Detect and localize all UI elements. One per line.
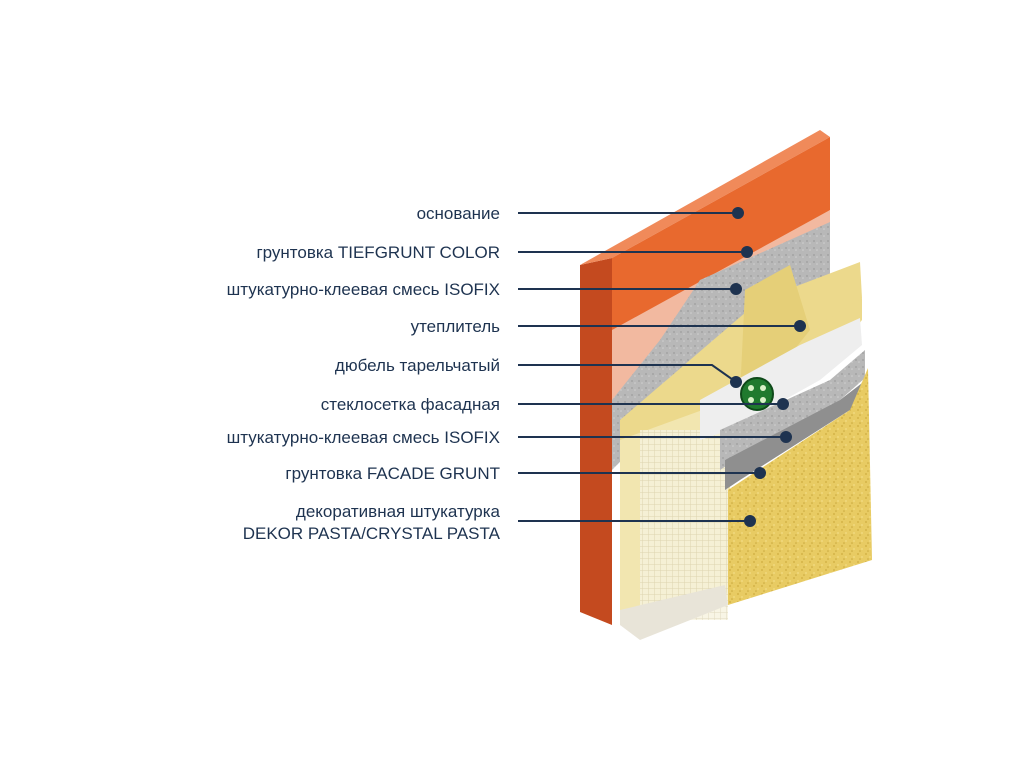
leader-dot xyxy=(754,467,766,479)
mesh-layer xyxy=(700,318,862,440)
leader-dot xyxy=(732,207,744,219)
label-decorative-plaster: декоративная штукатурка xyxy=(295,502,500,521)
label-mesh: стеклосетка фасадная xyxy=(320,395,500,414)
leader-dot xyxy=(730,376,742,388)
label-primer-facade: грунтовка FACADE GRUNT xyxy=(285,464,500,483)
dowel-icon xyxy=(740,377,774,411)
insulation-bevel xyxy=(740,265,810,395)
leader-line xyxy=(518,364,737,383)
label-base: основание xyxy=(416,204,500,223)
label-primer-tiefgrunt: грунтовка TIEFGRUNT COLOR xyxy=(256,243,500,262)
brick-top xyxy=(580,130,830,265)
label-insulation: утеплитель xyxy=(410,317,500,336)
leader-dot xyxy=(730,283,742,295)
leader-dot xyxy=(777,398,789,410)
leader-dot xyxy=(741,246,753,258)
label-dowel: дюбель тарельчатый xyxy=(334,356,500,375)
insulation-bottom-edge xyxy=(620,585,728,640)
label-adhesive-isofix-2: штукатурно-клеевая смесь ISOFIX xyxy=(226,428,500,447)
finish-plaster xyxy=(728,368,872,605)
label-adhesive-isofix-1: штукатурно-клеевая смесь ISOFIX xyxy=(226,280,500,299)
adhesive-layer-2 xyxy=(720,350,865,470)
facade-primer-layer xyxy=(725,380,866,490)
label-decorative-plaster-brands: DEKOR PASTA/CRYSTAL PASTA xyxy=(242,524,500,543)
leader-dot xyxy=(780,431,792,443)
leader-dot xyxy=(744,515,756,527)
leader-dot xyxy=(794,320,806,332)
brick-side xyxy=(580,258,612,625)
